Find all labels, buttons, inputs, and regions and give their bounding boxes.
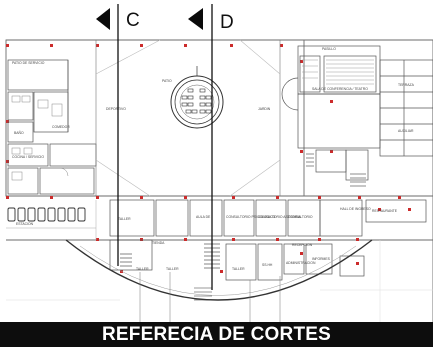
auditorium-seats [302,59,374,85]
label-estacion: ESTACION [16,222,34,226]
label-parking: PATIO DE SERVICIO [12,61,45,65]
courtyard [95,39,281,197]
label-consultorio-3: CONSULTORIO [288,215,313,219]
label-hall: HALL DE INGRESO [340,207,371,211]
floor-plan-drawing: PATIO DE SERVICIO DEPORTIVO PATIO JARDIN… [5,4,433,322]
right-stairs [306,153,366,187]
label-recepcion: RECEPCION [292,243,313,247]
label-taller4: TALLER [232,267,245,271]
curved-facade [65,239,373,322]
triangle-left-icon [96,8,110,30]
label-aula: AULA DE [196,215,211,219]
label-consultorio: CONSULTORIO PSICOLOGICO [226,215,276,219]
parking-cars [7,207,86,222]
label-jardin: JARDIN [258,107,271,111]
section-marker-d: D [188,8,234,33]
label-admin: ADMINISTRACION [286,261,316,265]
room-labels: PATIO DE SERVICIO DEPORTIVO PATIO JARDIN… [12,47,415,271]
label-aux: AUXILIAR [398,129,414,133]
label-tienda: TIENDA [152,241,165,245]
parking-guides [6,200,97,240]
caption-text: REFERECIA DE CORTES [101,323,331,345]
left-wing-detail [11,95,69,181]
label-bano: BAÑO [14,130,24,135]
label-informes: INFORMES [312,257,331,261]
label-terraza: TERRAZA [398,83,415,87]
label-taller2: TALLER [136,267,149,271]
label-cocina: COCINA / SERVICIO [12,155,44,159]
floor-plan: PATIO DE SERVICIO DEPORTIVO PATIO JARDIN… [5,4,433,322]
right-block [281,45,433,181]
label-resto: RESTAURANTE [372,209,398,213]
label-deportivo: DEPORTIVO [106,107,126,111]
label-comedor: COMEDOR [52,125,70,129]
section-letter-d: D [220,12,234,33]
label-taller3: TALLER [166,267,179,271]
label-patio: PATIO [162,79,172,83]
label-taller1: TALLER [118,217,131,221]
section-cut-lines [117,4,213,290]
section-marker-c: C [96,8,140,31]
lower-rooms [109,199,427,281]
label-ss: SS.HH [262,263,273,267]
caption-bar: REFERECIA DE CORTES [0,322,433,347]
section-letter-c: C [126,10,140,31]
triangle-left-icon [188,8,203,30]
left-wing [7,59,97,195]
bottom-grid [6,240,433,322]
label-consultorio-2: CONSULTORIO ASESORIA [258,215,301,219]
building-outline [5,39,433,322]
label-pasillo: PASILLO [322,47,336,51]
label-sala: SALA DE CONFERENCIA / TEATRO [312,87,368,91]
circular-plaza [170,66,224,129]
